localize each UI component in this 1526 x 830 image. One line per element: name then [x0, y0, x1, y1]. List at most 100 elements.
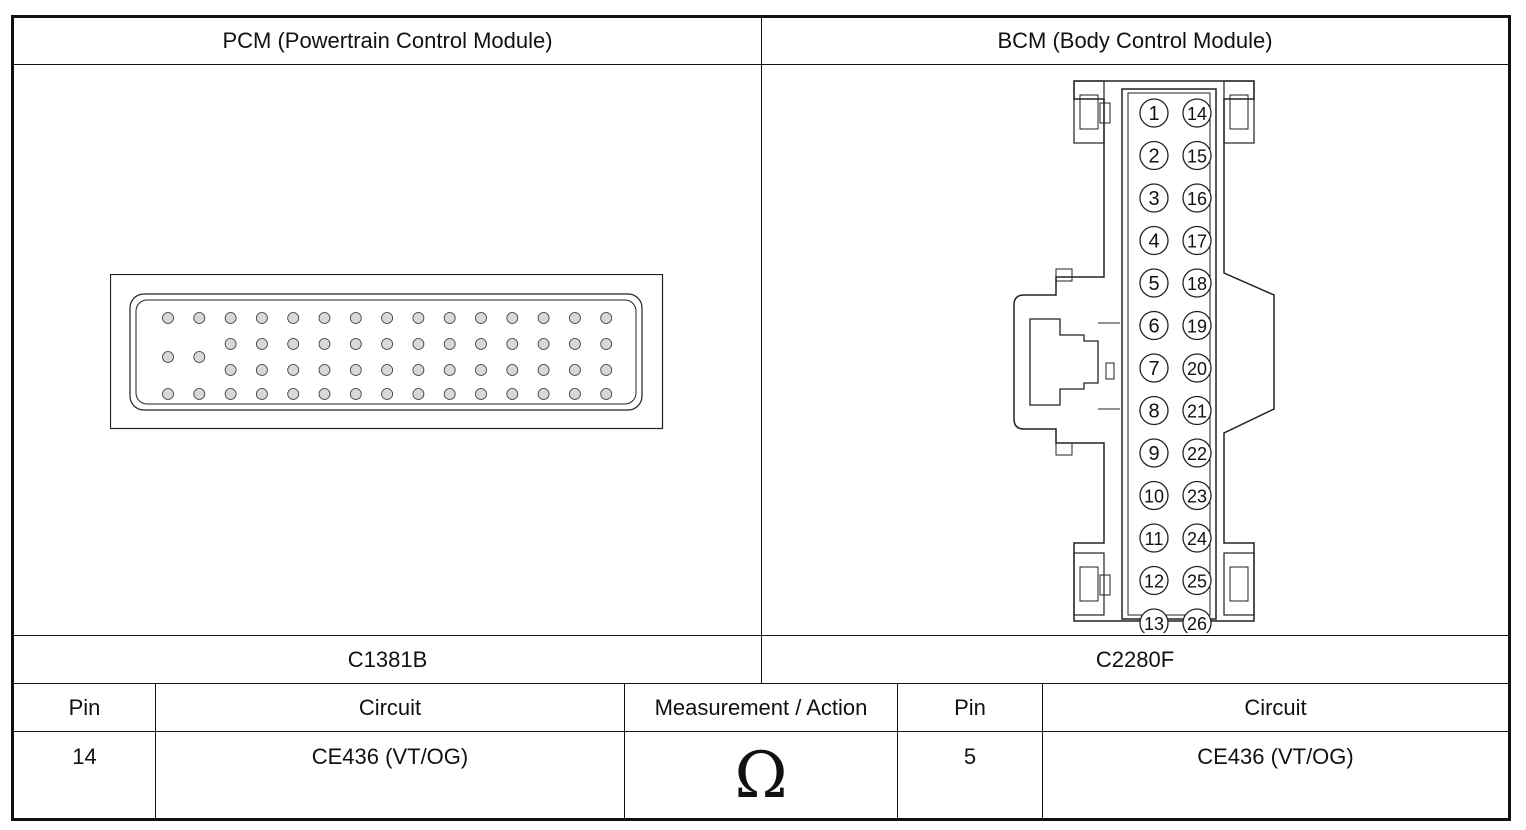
- bcm-pin-8-circle: [1139, 395, 1169, 426]
- pcm-pin-cavity: [287, 388, 300, 400]
- pcm-pin-cavity: [255, 364, 268, 376]
- pcm-pin-cavity: [287, 338, 300, 350]
- bcm-pin-3-circle: [1139, 183, 1169, 213]
- pcm-pin-cavity: [224, 338, 237, 350]
- pcm-pin-cavity: [475, 364, 487, 376]
- pcm-pin-cavity: [287, 364, 300, 376]
- pcm-pin-cavity: [537, 338, 550, 350]
- bcm-pin-18-label: 18: [1187, 274, 1207, 294]
- pcm-pin-cavity: [537, 364, 550, 376]
- pcm-pin-cavity: [568, 364, 581, 376]
- pcm-title: PCM (Powertrain Control Module): [222, 28, 553, 53]
- bcm-pin-11-circle: [1139, 523, 1169, 553]
- pcm-pin-cavity: [568, 388, 581, 400]
- pcm-pin-cavity: [506, 364, 519, 376]
- pcm-pin-cavity: [349, 338, 362, 350]
- pcm-pin-cavity: [475, 338, 487, 350]
- col-header-pcm-circuit: Circuit: [358, 694, 422, 720]
- bcm-pin-20-circle: [1182, 353, 1212, 383]
- bcm-pin-22-circle: [1182, 438, 1212, 468]
- bcm-pin-7-circle: [1139, 353, 1169, 383]
- pcm-pin-cavity: [537, 388, 550, 400]
- bcm-pin-7-label: 7: [1148, 358, 1159, 380]
- bcm-pin-16-label: 16: [1187, 189, 1207, 209]
- bcm-pin-26-circle: [1182, 608, 1212, 633]
- pcm-pin-cavity: [255, 312, 268, 324]
- bcm-pin-23-circle: [1182, 480, 1212, 511]
- table-header-divider: [14, 731, 1508, 732]
- pcm-pin-cavity: [506, 312, 519, 324]
- col-divider-2: [624, 683, 625, 818]
- pcm-pin-cavity: [318, 338, 331, 350]
- bcm-pin-21-circle: [1182, 395, 1212, 426]
- pcm-pin-cavity: [318, 388, 331, 400]
- diagram-frame: PCM (Powertrain Control Module) BCM (Bod…: [11, 15, 1511, 821]
- bcm-pin-23-label: 23: [1187, 487, 1207, 507]
- bcm-pin-12-label: 12: [1144, 572, 1164, 592]
- bcm-pin-26-label: 26: [1187, 614, 1207, 633]
- col-divider-1: [155, 683, 156, 818]
- pcm-pin-cavity: [193, 351, 206, 363]
- bcm-pin-6-label: 6: [1148, 316, 1159, 338]
- pcm-pin-cavity: [162, 312, 174, 324]
- bcm-pin-14-circle: [1182, 98, 1212, 128]
- pcm-pin-cavity: [443, 338, 456, 350]
- pcm-pin-cavity: [600, 388, 613, 400]
- bcm-title: BCM (Body Control Module): [997, 28, 1273, 53]
- bcm-pin-14-label: 14: [1187, 104, 1207, 124]
- pcm-pin-cavity: [349, 364, 362, 376]
- pcm-connector-diagram: [110, 274, 664, 430]
- pcm-pin-cavity: [349, 312, 362, 324]
- pcm-pin-cavity: [381, 312, 394, 324]
- bcm-pin-5-label: 5: [1148, 273, 1159, 295]
- bcm-pin-10-label: 10: [1144, 487, 1164, 507]
- pcm-pin-cavity: [349, 388, 362, 400]
- pcm-pin-cavity: [443, 312, 456, 324]
- bcm-pin-15-circle: [1182, 140, 1212, 171]
- bcm-pin-25-circle: [1182, 565, 1212, 596]
- bcm-pin-19-label: 19: [1187, 317, 1207, 337]
- pcm-pin-cavity: [193, 388, 206, 400]
- bcm-pin-13-circle: [1139, 608, 1169, 633]
- bcm-pin-17-label: 17: [1187, 232, 1207, 252]
- bcm-pin-1-label: 1: [1148, 103, 1159, 125]
- col-header-pcm-pin: Pin: [68, 694, 101, 720]
- pcm-pin-cavity: [224, 364, 237, 376]
- pcm-pin-cavity: [443, 388, 456, 400]
- bcm-pin-22-label: 22: [1187, 444, 1207, 464]
- pcm-pin-cavity: [287, 312, 300, 324]
- bcm-pin-17-circle: [1182, 225, 1212, 256]
- pcm-pin-cavity: [381, 364, 394, 376]
- module-divider: [761, 18, 762, 683]
- bcm-pin-10-circle: [1139, 480, 1169, 511]
- pcm-pin-cavity: [568, 338, 581, 350]
- bcm-pin-13-label: 13: [1144, 614, 1164, 633]
- bcm-pin-8-label: 8: [1148, 401, 1159, 423]
- bcm-pin-20-label: 20: [1187, 359, 1207, 379]
- pcm-pin-cavity: [193, 312, 206, 324]
- pcm-pin-cavity: [255, 388, 268, 400]
- pcm-pin-cavity: [162, 351, 174, 363]
- pcm-pin-cavity: [412, 338, 425, 350]
- bcm-pin-2-circle: [1139, 140, 1169, 171]
- bcm-circuit-value: CE436 (VT/OG): [1197, 744, 1354, 769]
- bcm-pin-21-label: 21: [1187, 402, 1207, 422]
- pcm-pin-cavity: [318, 312, 331, 324]
- col-header-bcm-circuit: Circuit: [1244, 694, 1307, 720]
- pcm-pin-cavity: [475, 388, 487, 400]
- pcm-pin-cavity: [600, 338, 613, 350]
- pcm-pin-cavity: [537, 312, 550, 324]
- bcm-pin-16-circle: [1182, 183, 1212, 213]
- pcm-pin-cavity: [412, 388, 425, 400]
- pcm-pin-cavity: [600, 312, 613, 324]
- pcm-pin-cavity: [600, 364, 613, 376]
- pcm-pin-cavity: [412, 364, 425, 376]
- bcm-pin-24-label: 24: [1187, 529, 1207, 549]
- ohm-measurement-icon: Ω: [625, 732, 897, 818]
- bcm-pin-9-label: 9: [1148, 443, 1159, 465]
- bcm-pin-12-circle: [1139, 565, 1169, 596]
- pcm-connector-id: C1381B: [347, 646, 428, 672]
- pcm-pin-cavity: [506, 338, 519, 350]
- ohm-symbol: Ω: [734, 739, 788, 813]
